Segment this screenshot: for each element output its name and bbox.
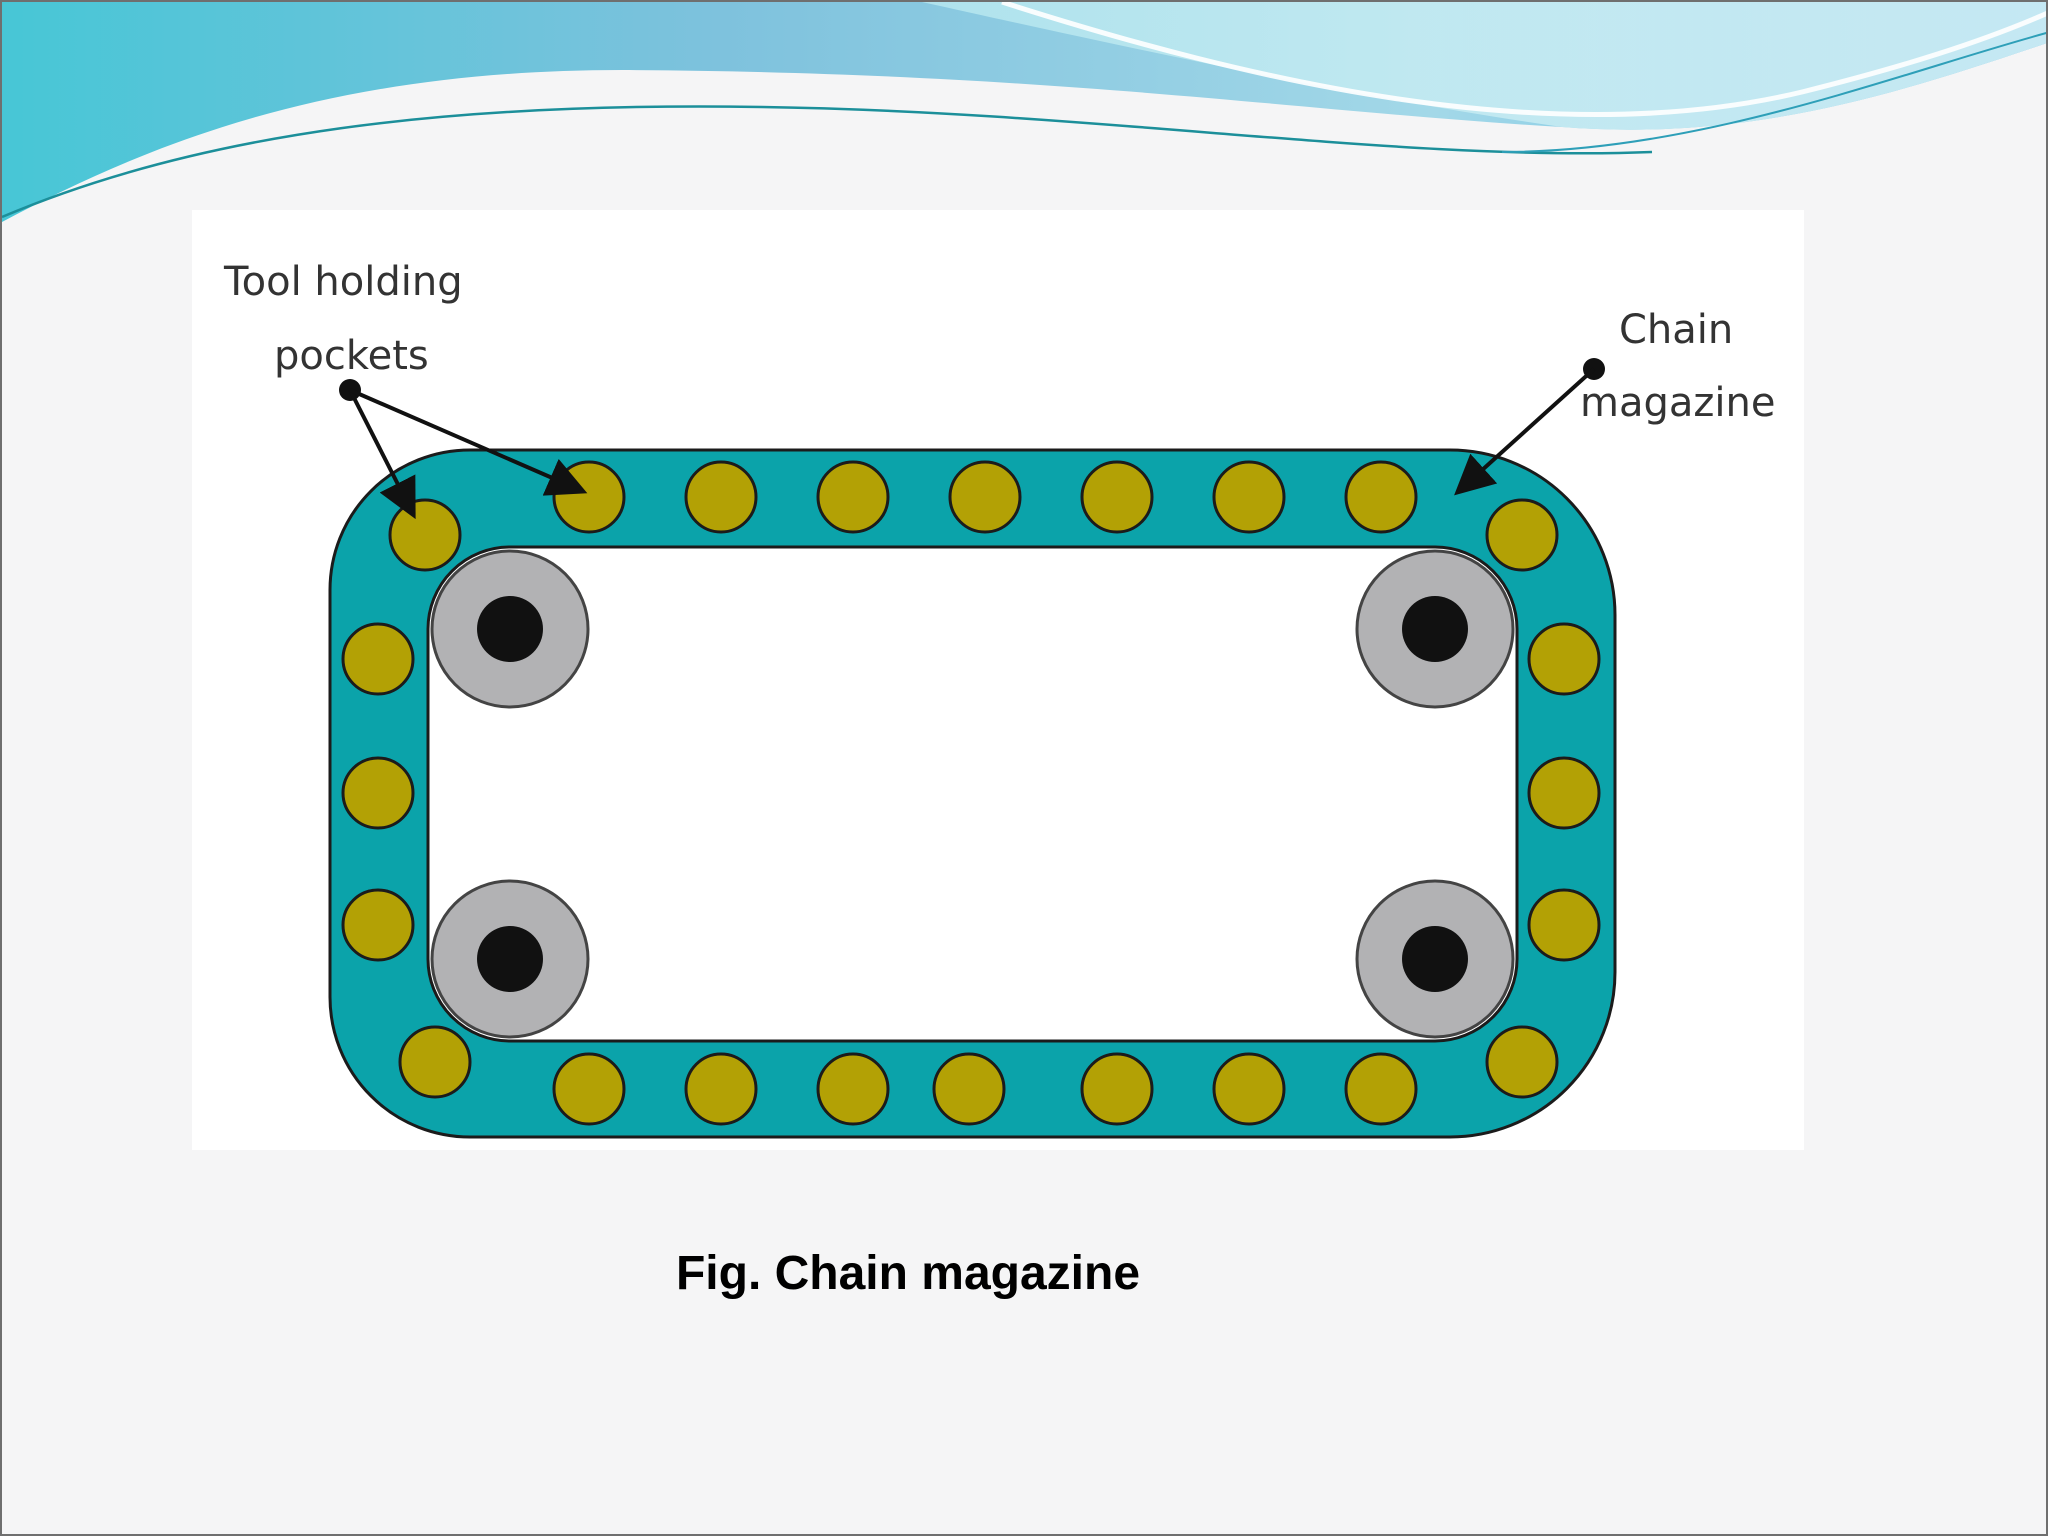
sprocket-hub-icon [477, 596, 543, 662]
tool-pocket [684, 1052, 758, 1126]
tool-pocket [1080, 1052, 1154, 1126]
header-wave-decoration [2, 2, 2046, 222]
pointer-arrow [348, 389, 416, 520]
label-pockets: pockets [274, 333, 429, 379]
pointer-arrow [1454, 367, 1596, 496]
chain-magazine-diagram [328, 358, 1617, 1139]
tool-pocket [1212, 1052, 1286, 1126]
tool-pocket [948, 460, 1022, 534]
tool-pocket [341, 888, 415, 962]
tool-pocket [816, 1052, 890, 1126]
tool-pocket [1485, 1025, 1559, 1099]
tool-pocket [552, 1052, 626, 1126]
tool-pocket [1080, 460, 1154, 534]
sprocket-hub-icon [1402, 926, 1468, 992]
tool-pocket [1344, 1052, 1418, 1126]
tool-pocket [684, 460, 758, 534]
tool-pocket [1527, 756, 1601, 830]
tool-pocket [341, 756, 415, 830]
tool-pocket [341, 622, 415, 696]
tool-pocket [1344, 460, 1418, 534]
figure-caption: Fig. Chain magazine [675, 1247, 1141, 1300]
tool-pocket [1527, 888, 1601, 962]
label-magazine: magazine [1580, 380, 1776, 426]
tool-pocket [1485, 498, 1559, 572]
tool-pocket [388, 498, 462, 572]
tool-pocket [552, 460, 626, 534]
tool-pocket [816, 460, 890, 534]
tool-pocket [398, 1025, 472, 1099]
tool-pocket [932, 1052, 1006, 1126]
pointer-arrow [349, 388, 588, 496]
sprocket-hub-icon [477, 926, 543, 992]
label-chain: Chain [1619, 307, 1734, 353]
label-tool-holding: Tool holding [224, 259, 463, 305]
tool-pocket [1212, 460, 1286, 534]
sprocket-hub-icon [1402, 596, 1468, 662]
tool-pocket [1527, 622, 1601, 696]
